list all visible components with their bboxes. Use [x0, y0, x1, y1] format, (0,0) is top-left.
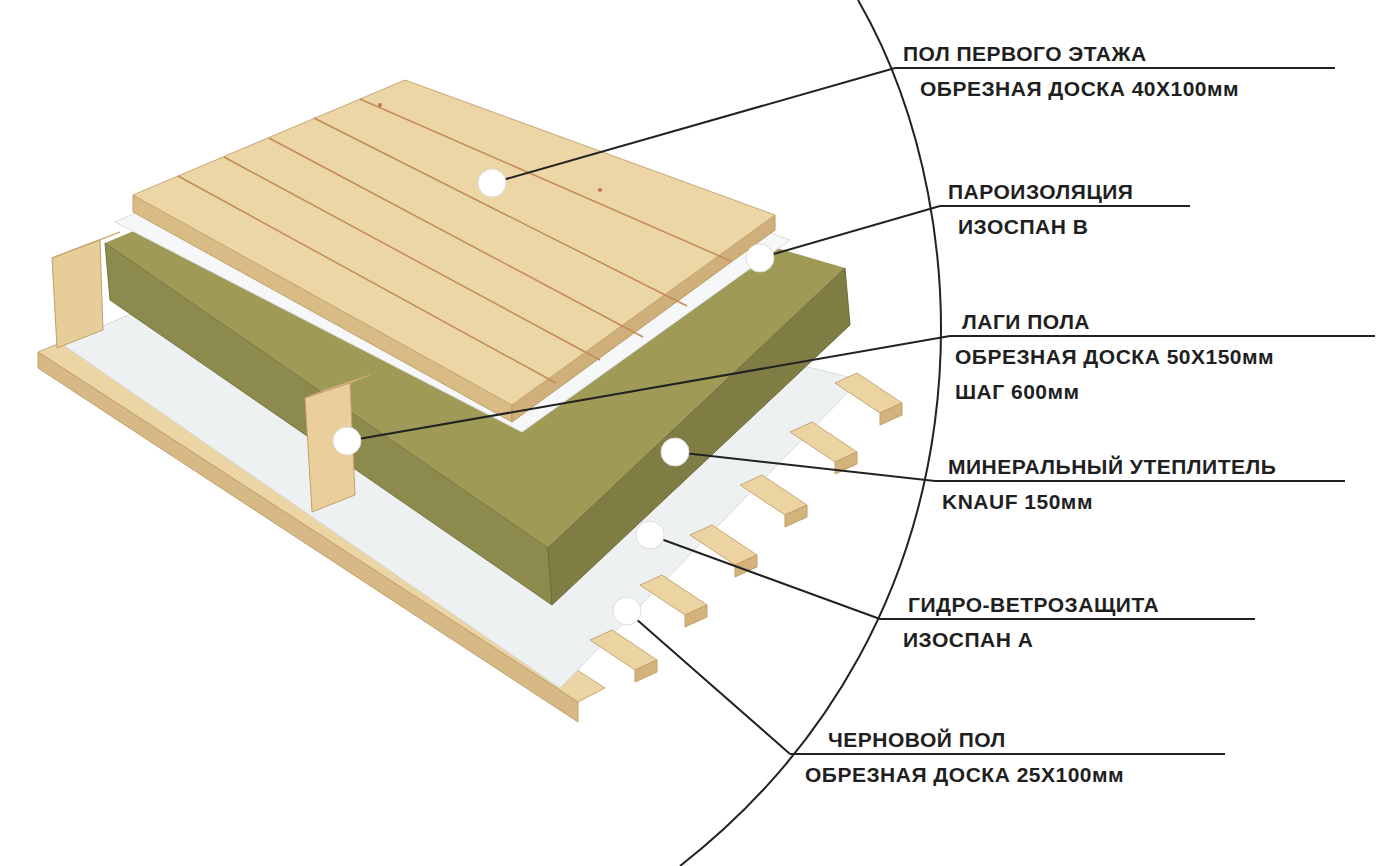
- callout-label: МИНЕРАЛЬНЫЙ УТЕПЛИТЕЛЬ: [948, 455, 1276, 479]
- top-floor-boards: [360, 99, 731, 261]
- top-floor-boards: [314, 118, 687, 306]
- callout-label: ГИДРО-ВЕТРОЗАЩИТА: [908, 593, 1159, 617]
- top-floor-boards: [598, 188, 602, 192]
- callout-label: ОБРЕЗНАЯ ДОСКА 40Х100мм: [920, 77, 1239, 101]
- callout-label: ОБРЕЗНАЯ ДОСКА 50Х150мм: [955, 345, 1274, 369]
- subfloor-boards: [685, 605, 707, 627]
- leader-lines: [650, 535, 880, 619]
- callout-label: KNAUF 150мм: [942, 490, 1093, 514]
- callout-label: ЧЕРНОВОЙ ПОЛ: [828, 728, 1006, 752]
- top-floor-boards: [224, 157, 600, 360]
- callout-dots: [333, 169, 774, 625]
- callout-dots: [613, 597, 641, 625]
- subfloor-boards: [640, 575, 707, 615]
- callout-label: ПАРОИЗОЛЯЦИЯ: [948, 180, 1133, 204]
- subfloor-boards: [590, 630, 657, 670]
- leader-lines: [627, 611, 790, 754]
- label-underlines: [895, 67, 1335, 69]
- leader-lines: [347, 68, 950, 754]
- callout-label: ОБРЕЗНАЯ ДОСКА 25Х100мм: [805, 763, 1124, 787]
- label-underlines: [950, 335, 1375, 337]
- top-floor-boards: [178, 176, 556, 383]
- subfloor-boards: [690, 525, 757, 565]
- top-floor-boards: [269, 138, 643, 337]
- leader-lines: [492, 68, 895, 183]
- label-underlines: [940, 205, 1190, 207]
- callout-dots: [746, 244, 774, 272]
- callout-dots: [636, 521, 664, 549]
- subfloor-boards: [740, 475, 807, 515]
- callout-label: ШАГ 600мм: [955, 380, 1080, 404]
- subfloor-boards: [790, 422, 857, 462]
- callout-label: ЛАГИ ПОЛА: [962, 310, 1090, 334]
- subfloor-boards: [785, 505, 807, 527]
- leader-lines: [347, 336, 950, 441]
- callout-dots: [333, 427, 361, 455]
- top-floor-boards: [133, 80, 775, 422]
- callout-label: ИЗОСПАН В: [958, 215, 1088, 239]
- leader-lines: [675, 452, 935, 481]
- callout-dots: [478, 169, 506, 197]
- label-underlines: [880, 618, 1255, 620]
- subfloor-boards: [880, 403, 902, 425]
- callout-label: ИЗОСПАН А: [903, 628, 1033, 652]
- top-floor-boards: [378, 103, 382, 107]
- subfloor-boards: [835, 373, 902, 413]
- label-underlines: [790, 753, 1225, 755]
- leader-lines: [760, 206, 940, 258]
- subfloor-boards: [635, 660, 657, 682]
- label-underlines: [790, 68, 1375, 754]
- callout-label: ПОЛ ПЕРВОГО ЭТАЖА: [903, 42, 1147, 66]
- label-underlines: [935, 480, 1345, 482]
- floor-joists: [52, 240, 103, 348]
- callout-dots: [661, 438, 689, 466]
